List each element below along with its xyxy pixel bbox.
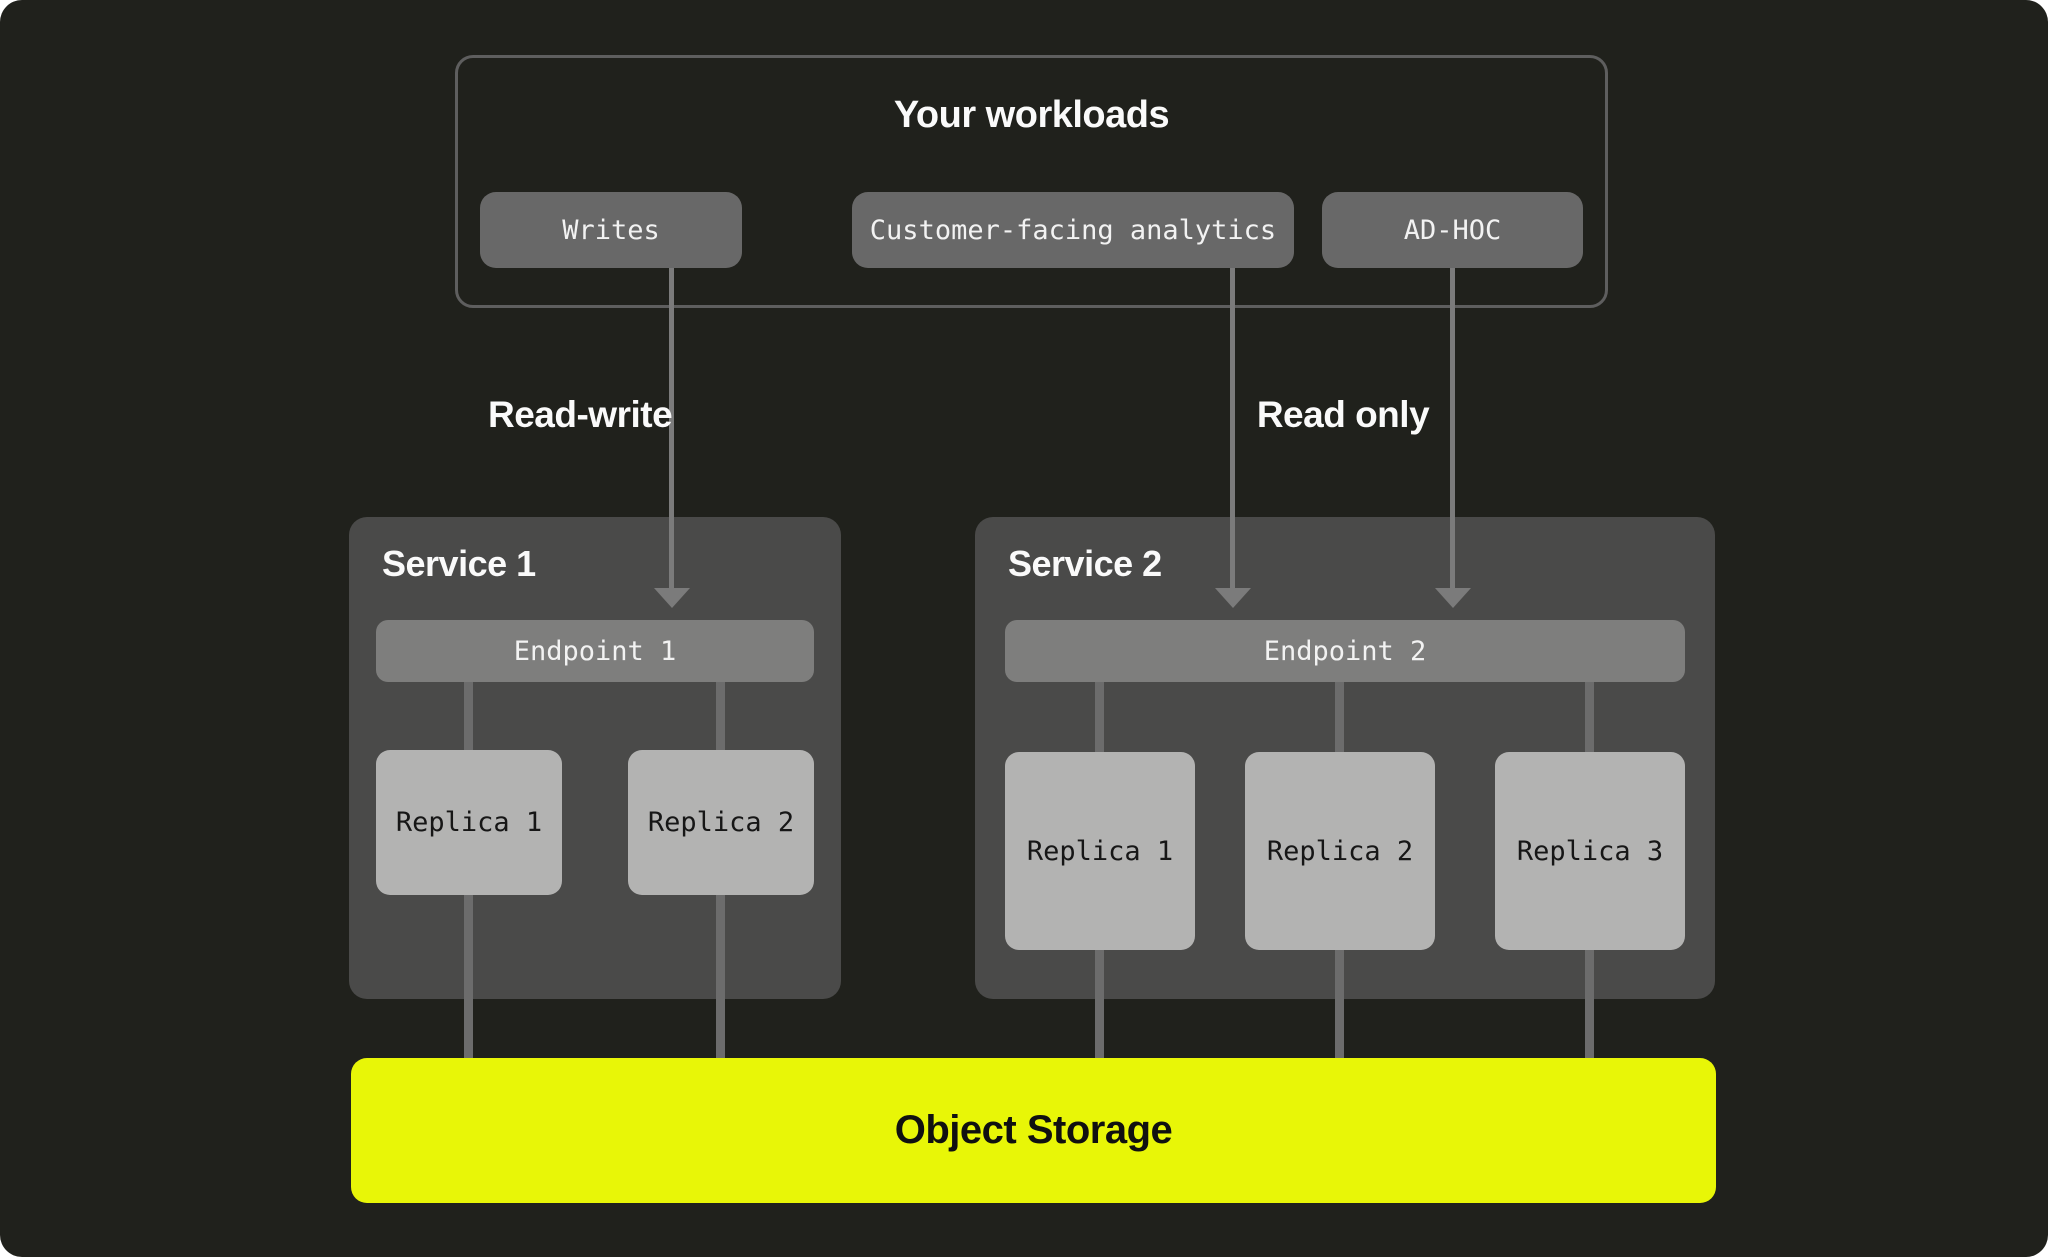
arrow-adhoc-to-endpoint2 bbox=[1450, 268, 1455, 588]
read-write-label: Read-write bbox=[488, 394, 673, 435]
service-2-title: Service 2 bbox=[1008, 543, 1162, 584]
service-1-replica-1: Replica 1 bbox=[376, 750, 562, 895]
ad-hoc-button: AD-HOC bbox=[1322, 192, 1583, 268]
endpoint-2-bar: Endpoint 2 bbox=[1005, 620, 1685, 682]
arrow-writes-to-endpoint1 bbox=[669, 268, 674, 588]
writes-button: Writes bbox=[480, 192, 742, 268]
service-1-replica-2: Replica 2 bbox=[628, 750, 814, 895]
read-only-label: Read only bbox=[1256, 394, 1430, 435]
arrow-down-icon bbox=[654, 588, 690, 608]
object-storage-box: Object Storage bbox=[351, 1058, 1716, 1203]
service-2-replica-3: Replica 3 bbox=[1495, 752, 1685, 950]
workloads-frame bbox=[455, 55, 1608, 308]
service-2-replica-1: Replica 1 bbox=[1005, 752, 1195, 950]
service-1-title: Service 1 bbox=[382, 543, 536, 584]
customer-facing-analytics-button: Customer-facing analytics bbox=[852, 192, 1294, 268]
object-storage-label: Object Storage bbox=[894, 1108, 1173, 1152]
arrow-down-icon bbox=[1215, 588, 1251, 608]
workloads-title: Your workloads bbox=[893, 94, 1170, 136]
endpoint-1-bar: Endpoint 1 bbox=[376, 620, 814, 682]
arrow-down-icon bbox=[1435, 588, 1471, 608]
arrow-analytics-to-endpoint2 bbox=[1230, 268, 1235, 588]
service-2-replica-2: Replica 2 bbox=[1245, 752, 1435, 950]
